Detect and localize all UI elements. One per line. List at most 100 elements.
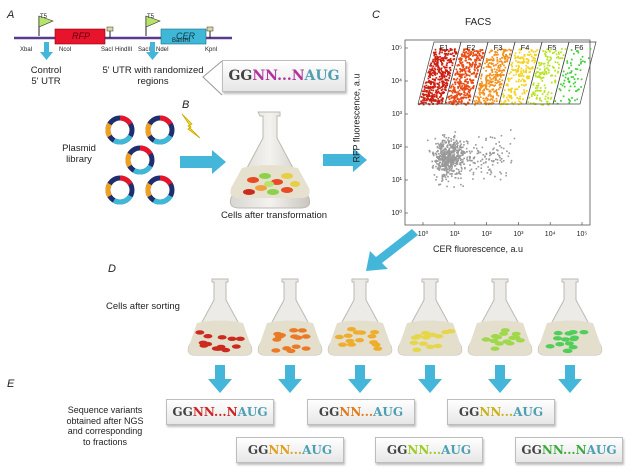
event-dot (492, 160, 495, 163)
gate-event-dot (442, 59, 444, 62)
gate-event-dot (468, 62, 471, 64)
gate-event-dot (479, 65, 481, 67)
plasmid-icon (145, 175, 175, 205)
gate-event-dot (548, 59, 551, 62)
event-dot (486, 172, 489, 174)
event-dot (456, 146, 459, 149)
gate-event-dot (550, 92, 553, 95)
gate-event-dot (490, 78, 492, 81)
gate-event-dot (516, 71, 519, 73)
gate-event-dot (520, 84, 523, 86)
gate-event-dot (547, 91, 550, 94)
event-dot (442, 175, 445, 178)
event-dot (460, 170, 463, 172)
event-dot (498, 154, 500, 157)
gate-event-dot (466, 61, 469, 64)
sorted-cell (562, 348, 572, 353)
gate-event-dot (487, 63, 490, 66)
sorted-flask (467, 278, 533, 356)
gate-event-dot (514, 94, 517, 96)
sorted-cell (355, 337, 365, 343)
gate-event-dot (492, 59, 495, 62)
event-dot (444, 148, 447, 151)
gate-event-dot (546, 58, 549, 61)
gate-event-dot (478, 97, 480, 99)
event-dot (496, 149, 498, 151)
gate-event-dot (480, 80, 483, 83)
event-dot (459, 148, 462, 151)
gate-event-dot (471, 63, 474, 65)
gate-event-dot (476, 57, 479, 60)
arrow-facs-to-sorting (366, 229, 418, 271)
sorted-cell (515, 338, 525, 343)
gate-event-dot (502, 93, 504, 96)
gate-event-dot (458, 82, 461, 85)
gate-event-dot (453, 89, 456, 92)
event-dot (441, 157, 444, 160)
event-dot (442, 151, 444, 154)
gate-event-dot (542, 103, 545, 106)
gate-event-dot (493, 85, 496, 87)
event-dot (441, 142, 444, 144)
gate-event-dot (523, 55, 526, 57)
gate-event-dot (474, 103, 476, 106)
gate-event-dot (465, 73, 468, 76)
gate-event-dot (470, 87, 472, 90)
gate-event-dot (458, 84, 461, 87)
gate-event-dot (479, 93, 481, 96)
gate-event-dot (429, 86, 432, 88)
event-dot (447, 162, 449, 165)
event-dot (506, 150, 508, 153)
event-dot (454, 144, 457, 147)
gate-event-dot (543, 62, 546, 65)
event-dot (436, 150, 438, 153)
gate-event-dot (516, 56, 519, 59)
gate-event-dot (484, 100, 487, 103)
gate-event-dot (472, 85, 475, 87)
event-dot (472, 157, 475, 159)
sorted-cell (564, 341, 574, 346)
event-dot (446, 185, 448, 188)
gate-event-dot (560, 83, 562, 86)
event-dot (459, 157, 461, 160)
gate-event-dot (456, 70, 459, 73)
event-dot (497, 149, 499, 152)
gate-event-dot (467, 74, 469, 77)
gate-event-dot (435, 58, 438, 61)
gate-event-dot (430, 64, 433, 67)
event-dot (443, 139, 446, 142)
event-dot (446, 146, 449, 149)
x-tick-label: 10⁰ (418, 230, 429, 238)
gate-event-dot (502, 49, 505, 51)
gate-event-dot (497, 79, 499, 82)
event-dot (452, 143, 455, 146)
gate-event-dot (424, 82, 427, 84)
gate-event-dot (455, 52, 458, 55)
gate-event-dot (544, 55, 547, 57)
gate-event-dot (440, 60, 443, 62)
gate-event-dot (549, 98, 552, 100)
event-dot (440, 142, 442, 145)
gate-event-dot (532, 91, 535, 94)
gate-event-dot (540, 103, 543, 106)
gate-event-dot (461, 61, 464, 64)
gate-event-dot (434, 51, 437, 54)
gate-event-dot (451, 62, 454, 64)
gate-event-dot (450, 53, 453, 56)
gate-event-dot (493, 64, 496, 67)
seq-nn: NN... (268, 443, 303, 457)
gate-event-dot (473, 50, 476, 52)
seq-gg: GG (318, 405, 340, 419)
gate-event-dot (503, 94, 506, 97)
gate-event-dot (431, 92, 433, 95)
event-dot (450, 140, 453, 142)
gate-event-dot (483, 84, 485, 86)
gate-event-dot (560, 48, 563, 50)
event-dot (457, 152, 459, 155)
gate-event-dot (489, 91, 492, 93)
gate-event-dot (545, 51, 548, 54)
sorted-cell (564, 331, 574, 336)
gate-event-dot (486, 74, 489, 77)
